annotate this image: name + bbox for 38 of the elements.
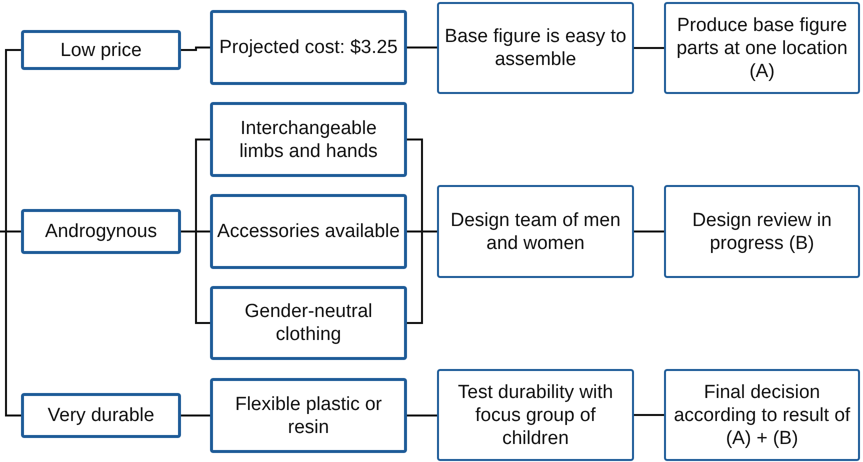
box-text: Design review in progress (B): [691, 208, 833, 254]
connector-line: [634, 47, 664, 49]
box-text: Low price: [59, 38, 143, 62]
box-text: Androgynous: [44, 220, 158, 243]
box-text: Very durable: [46, 404, 156, 427]
process-box: [210, 10, 407, 85]
box-text: Accessories available: [216, 220, 401, 243]
process-box: [437, 369, 634, 461]
connector-line: [634, 230, 664, 232]
process-box: [210, 194, 407, 269]
process-box: [664, 2, 860, 94]
connector-line: [181, 414, 210, 416]
process-box: [664, 185, 860, 278]
box-text: Test durability with focus group of children: [456, 380, 614, 450]
box-text: Flexible plastic or resin: [234, 392, 383, 438]
process-box: [437, 185, 634, 278]
box-text: Produce base figure parts at one location (A): [675, 14, 849, 82]
box-text: Base figure is easy to assemble: [444, 25, 628, 71]
connector-line: [181, 230, 210, 324]
box-text: Final decision according to result of (A) + (B): [672, 380, 852, 450]
connector-line: [634, 414, 664, 416]
process-box: [664, 369, 860, 461]
process-box: [21, 393, 181, 438]
box-text: Projected cost: $3.25: [218, 36, 399, 59]
process-box: [21, 30, 181, 70]
connector-line: [407, 414, 437, 416]
process-box: [21, 209, 181, 254]
box-text: Interchangeable limbs and hands: [238, 116, 379, 162]
connector-line: [181, 46, 210, 51]
process-box: [210, 102, 407, 177]
connector-line: [407, 230, 437, 324]
process-box: [210, 286, 407, 360]
process-box: [210, 378, 407, 453]
box-text: Gender-neutral clothing: [244, 300, 374, 346]
box-text: Design team of men and women: [449, 208, 622, 254]
connector-line: [407, 46, 437, 48]
connector-line: [0, 230, 21, 416]
process-box: [437, 2, 634, 94]
